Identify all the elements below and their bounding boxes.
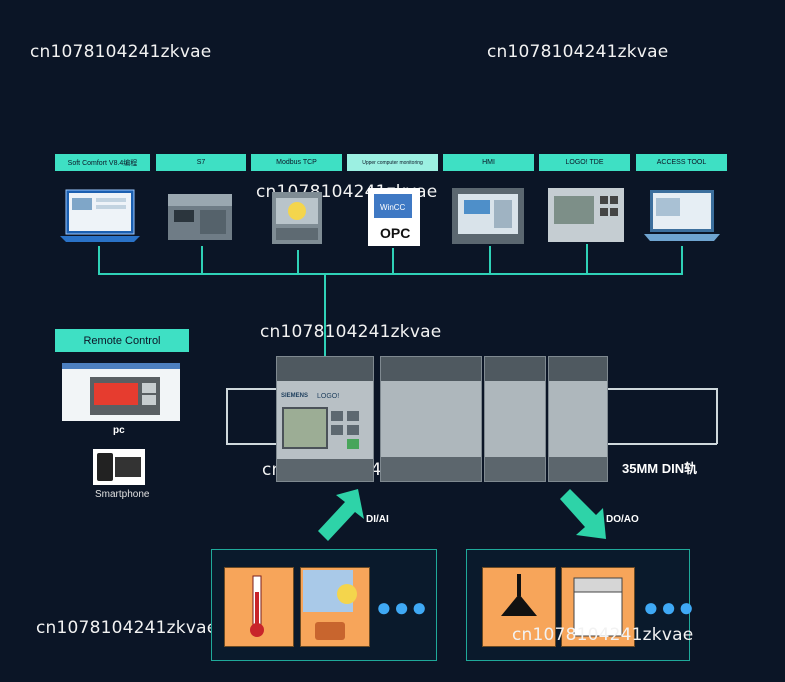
rail-bracket: [226, 388, 228, 444]
expansion-module: [380, 356, 482, 482]
light-sensor-icon: [303, 570, 357, 640]
arrow-up-icon: [318, 489, 364, 541]
smartphone-icon: [93, 449, 145, 485]
connector-line: [586, 244, 588, 274]
tab-logo-tde: LOGO! TDE: [539, 154, 630, 171]
tab-modbus-tcp: Modbus TCP: [251, 154, 342, 171]
plc-model: LOGO!: [317, 393, 340, 400]
pc-screen-icon: [62, 363, 180, 421]
thermometer-icon: [250, 575, 264, 637]
connector-line: [681, 246, 683, 274]
tab-soft-comfort: Soft Comfort V8.4编程: [55, 154, 150, 171]
expansion-module: [548, 356, 608, 482]
modbus-device-icon: [272, 192, 322, 244]
thermometer-tile: [224, 567, 294, 647]
plc-display: [282, 407, 328, 449]
tab-s7: S7: [156, 154, 246, 171]
remote-control-title: Remote Control: [55, 329, 189, 352]
trunk-line: [324, 273, 326, 357]
s7-plc-icon: [168, 194, 232, 240]
arrow-down-icon: [560, 489, 606, 539]
opc-text: OPC: [380, 225, 410, 241]
rail-bracket: [716, 388, 718, 444]
lamp-icon: [501, 574, 537, 616]
pc-label: pc: [113, 425, 125, 436]
output-label: DO/AO: [606, 514, 639, 525]
lamp-tile: [482, 567, 556, 647]
rail-bracket: [226, 443, 276, 445]
sensor-tile: [300, 567, 370, 647]
connector-line: [489, 246, 491, 274]
watermark-text: cn1078104241zkvae: [487, 42, 669, 62]
watermark-text: cn1078104241zkvae: [30, 42, 212, 62]
watermark-text: cn1078104241zkvae: [36, 618, 218, 638]
cabinet-tile: [561, 567, 635, 647]
watermark-text: cn1078104241zkvae: [260, 322, 442, 342]
smartphone-label: Smartphone: [95, 489, 150, 500]
expansion-module: [484, 356, 546, 482]
input-label: DI/AI: [366, 514, 389, 525]
tab-upper-computer-monitoring: Upper computer monitoring: [347, 154, 438, 171]
tab-hmi: HMI: [443, 154, 534, 171]
wincc-text: WinCC: [380, 203, 406, 212]
rail-bracket: [226, 388, 276, 390]
watermark-text: cn1078104241zkvae: [512, 625, 694, 645]
bus-line: [98, 273, 683, 275]
plc-brand: SIEMENS: [281, 393, 309, 399]
more-outputs-icon: ●●●: [643, 592, 697, 622]
laptop-icon: [60, 189, 140, 242]
connector-line: [392, 248, 394, 274]
din-rail-label: 35MM DIN轨: [622, 461, 698, 476]
more-inputs-icon: ●●●: [376, 592, 430, 622]
rail-bracket: [605, 388, 717, 390]
cabinet-icon: [573, 577, 623, 637]
connector-line: [201, 246, 203, 274]
wincc-opc-icon: WinCC OPC: [368, 188, 420, 246]
connector-line: [98, 246, 100, 274]
hmi-panel-icon: [452, 188, 524, 244]
tab-access-tool: ACCESS TOOL: [636, 154, 727, 171]
access-tool-laptop-icon: [644, 190, 720, 241]
logo-plc-module: SIEMENS LOGO!: [276, 356, 374, 482]
logo-tde-icon: [548, 188, 624, 242]
rail-bracket: [605, 443, 717, 445]
connector-line: [297, 250, 299, 274]
